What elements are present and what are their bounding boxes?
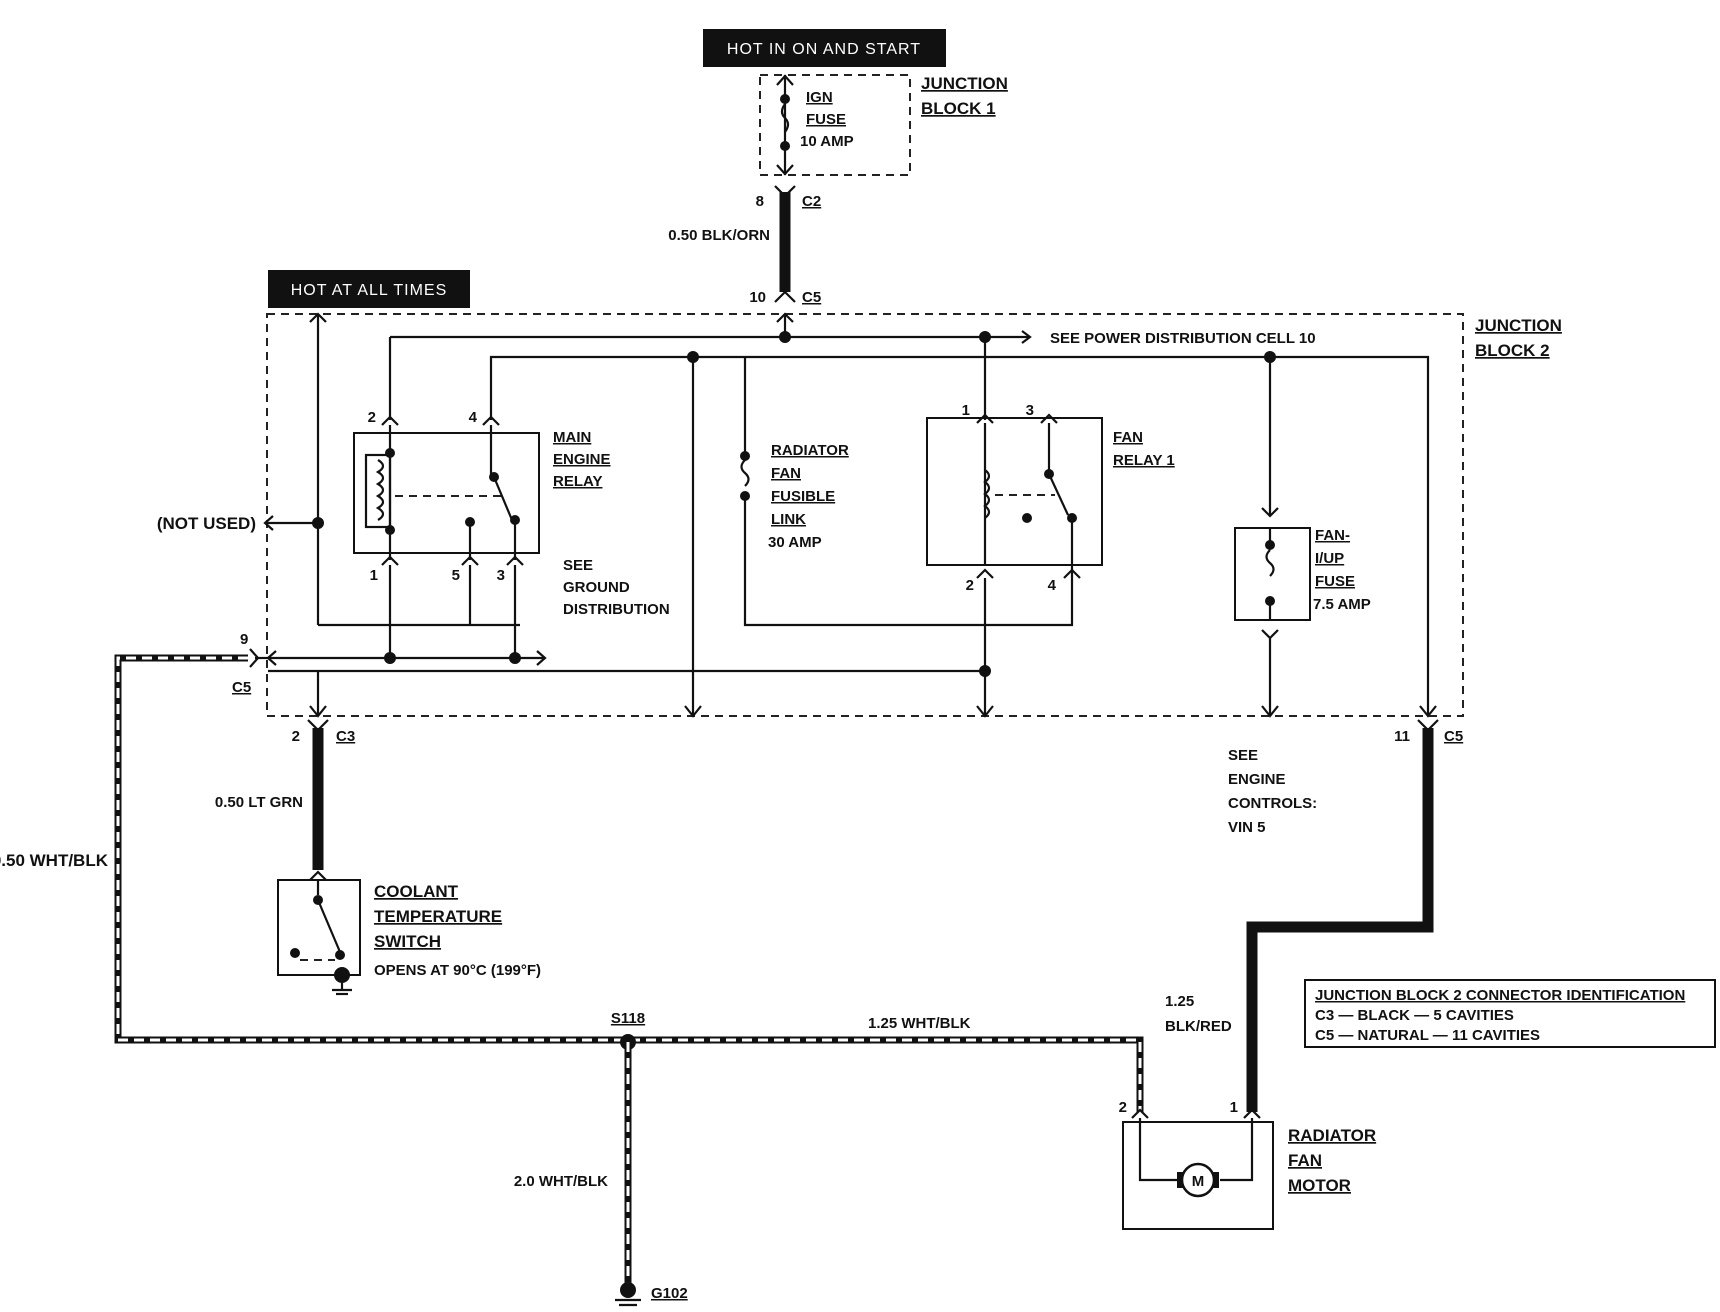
svg-text:RELAY 1: RELAY 1: [1113, 452, 1175, 469]
svg-text:FAN: FAN: [1288, 1151, 1322, 1170]
svg-text:1: 1: [962, 402, 970, 419]
ground-g102: G102: [615, 1282, 688, 1307]
hot-all-times-header: HOT AT ALL TIMES: [268, 270, 470, 308]
coolant-temperature-switch: COOLANT TEMPERATURE SWITCH OPENS AT 90°C…: [277, 870, 541, 996]
svg-text:COOLANT: COOLANT: [374, 882, 459, 901]
svg-text:ENGINE: ENGINE: [1228, 771, 1286, 788]
svg-text:C5: C5: [802, 289, 821, 306]
splice-s118: S118 2.0 WHT/BLK: [514, 1010, 645, 1285]
relay-contact-bus: [489, 351, 1430, 718]
fan-relay-1: 1 3 2 4 FAN RELAY 1: [268, 402, 1175, 718]
main-engine-relay: 2 4 1 5 3 MAIN ENGINE RELAY: [353, 409, 611, 584]
svg-text:9: 9: [240, 631, 248, 648]
wire-wht-blk-loop: 9 C5 0.50 WHT/BLK 1.25 WHT/BLK: [0, 631, 1144, 1112]
svg-text:SEE POWER DISTRIBUTION CELL 10: SEE POWER DISTRIBUTION CELL 10: [1050, 330, 1316, 347]
svg-text:CONTROLS:: CONTROLS:: [1228, 795, 1317, 812]
svg-text:1: 1: [370, 567, 378, 584]
radiator-fan-motor: 2 1 M RADIATOR FAN MOTOR: [1119, 1099, 1376, 1230]
svg-text:ENGINE: ENGINE: [553, 451, 611, 468]
svg-text:S118: S118: [611, 1010, 645, 1027]
svg-text:11: 11: [1394, 728, 1410, 745]
svg-text:MAIN: MAIN: [553, 429, 591, 446]
svg-text:HOT AT ALL TIMES: HOT AT ALL TIMES: [291, 282, 448, 299]
fan-iup-fuse: FAN- I/UP FUSE 7.5 AMP: [1234, 527, 1371, 718]
svg-text:C5: C5: [1444, 728, 1463, 745]
svg-text:2.0 WHT/BLK: 2.0 WHT/BLK: [514, 1173, 608, 1190]
svg-text:RADIATOR: RADIATOR: [771, 442, 849, 459]
hot-on-start-header: HOT IN ON AND START: [703, 29, 946, 67]
svg-text:BLOCK 1: BLOCK 1: [921, 99, 996, 118]
svg-text:FAN: FAN: [771, 465, 801, 482]
svg-text:I/UP: I/UP: [1315, 550, 1344, 567]
svg-text:2: 2: [292, 728, 300, 745]
svg-text:JUNCTION: JUNCTION: [1475, 316, 1562, 335]
svg-text:RADIATOR: RADIATOR: [1288, 1126, 1376, 1145]
svg-text:JUNCTION BLOCK 2 CONNECTOR IDE: JUNCTION BLOCK 2 CONNECTOR IDENTIFICATIO…: [1315, 987, 1685, 1004]
svg-text:JUNCTION: JUNCTION: [921, 74, 1008, 93]
svg-text:5: 5: [452, 567, 460, 584]
wire-blk-orn: 8 C2 0.50 BLK/ORN 10 C5: [668, 185, 821, 306]
svg-text:MOTOR: MOTOR: [1288, 1176, 1351, 1195]
svg-text:C2: C2: [802, 193, 821, 210]
svg-text:RELAY: RELAY: [553, 473, 602, 490]
svg-text:DISTRIBUTION: DISTRIBUTION: [563, 601, 670, 618]
svg-text:3: 3: [497, 567, 505, 584]
junction-block-1: JUNCTION BLOCK 1: [759, 74, 1008, 176]
junction-block-2: JUNCTION BLOCK 2: [266, 313, 1562, 717]
svg-text:10 AMP: 10 AMP: [800, 133, 854, 150]
main-relay-outputs: SEE GROUND DISTRIBUTION: [266, 557, 670, 666]
wire-blk-red: 11 C5 1.25 BLK/RED: [1165, 705, 1463, 1112]
svg-text:G102: G102: [651, 1285, 688, 1302]
svg-text:0.50 WHT/BLK: 0.50 WHT/BLK: [0, 851, 109, 870]
svg-text:SEE: SEE: [563, 557, 593, 574]
svg-text:0.50 LT GRN: 0.50 LT GRN: [215, 794, 303, 811]
svg-text:(NOT USED): (NOT USED): [157, 514, 256, 533]
svg-text:10: 10: [749, 289, 766, 306]
svg-text:HOT IN ON AND START: HOT IN ON AND START: [727, 41, 921, 58]
svg-text:GROUND: GROUND: [563, 579, 630, 596]
svg-text:FAN-: FAN-: [1315, 527, 1350, 544]
svg-text:1: 1: [1230, 1099, 1238, 1116]
svg-text:7.5 AMP: 7.5 AMP: [1313, 596, 1371, 613]
svg-text:30 AMP: 30 AMP: [768, 534, 822, 551]
svg-text:2: 2: [966, 577, 974, 594]
ign-fuse: IGN FUSE 10 AMP: [776, 74, 854, 176]
svg-text:2: 2: [368, 409, 376, 426]
svg-text:FUSIBLE: FUSIBLE: [771, 488, 835, 505]
svg-text:BLOCK 2: BLOCK 2: [1475, 341, 1550, 360]
svg-text:8: 8: [756, 193, 764, 210]
svg-text:4: 4: [1048, 577, 1057, 594]
svg-text:C5: C5: [232, 679, 251, 696]
svg-text:4: 4: [469, 409, 478, 426]
svg-text:C3 — BLACK — 5 CAVITIES: C3 — BLACK — 5 CAVITIES: [1315, 1007, 1514, 1024]
svg-text:M: M: [1192, 1173, 1205, 1190]
power-bus: SEE POWER DISTRIBUTION CELL 10: [388, 312, 1316, 420]
svg-text:VIN 5: VIN 5: [1228, 819, 1266, 836]
svg-text:0.50 BLK/ORN: 0.50 BLK/ORN: [668, 227, 770, 244]
fusible-link: RADIATOR FAN FUSIBLE LINK 30 AMP: [740, 357, 1074, 627]
svg-text:3: 3: [1026, 402, 1034, 419]
engine-controls-note: SEE ENGINE CONTROLS: VIN 5: [1228, 747, 1317, 836]
svg-text:FUSE: FUSE: [1315, 573, 1355, 590]
svg-text:OPENS AT 90°C (199°F): OPENS AT 90°C (199°F): [374, 962, 541, 979]
svg-text:1.25 WHT/BLK: 1.25 WHT/BLK: [868, 1015, 971, 1032]
svg-text:FAN: FAN: [1113, 429, 1143, 446]
svg-text:C5 — NATURAL — 11 CAVITIES: C5 — NATURAL — 11 CAVITIES: [1315, 1027, 1540, 1044]
svg-text:LINK: LINK: [771, 511, 806, 528]
svg-text:SWITCH: SWITCH: [374, 932, 441, 951]
svg-text:FUSE: FUSE: [806, 111, 846, 128]
svg-text:C3: C3: [336, 728, 355, 745]
svg-text:2: 2: [1119, 1099, 1127, 1116]
svg-text:TEMPERATURE: TEMPERATURE: [374, 907, 502, 926]
connector-id-legend: JUNCTION BLOCK 2 CONNECTOR IDENTIFICATIO…: [1304, 979, 1716, 1048]
svg-text:IGN: IGN: [806, 89, 833, 106]
wire-lt-grn: 2 C3 0.50 LT GRN: [215, 671, 355, 870]
hot-all-times-circuit: (NOT USED): [157, 312, 520, 627]
svg-text:SEE: SEE: [1228, 747, 1258, 764]
svg-text:BLK/RED: BLK/RED: [1165, 1018, 1232, 1035]
svg-text:1.25: 1.25: [1165, 993, 1194, 1010]
